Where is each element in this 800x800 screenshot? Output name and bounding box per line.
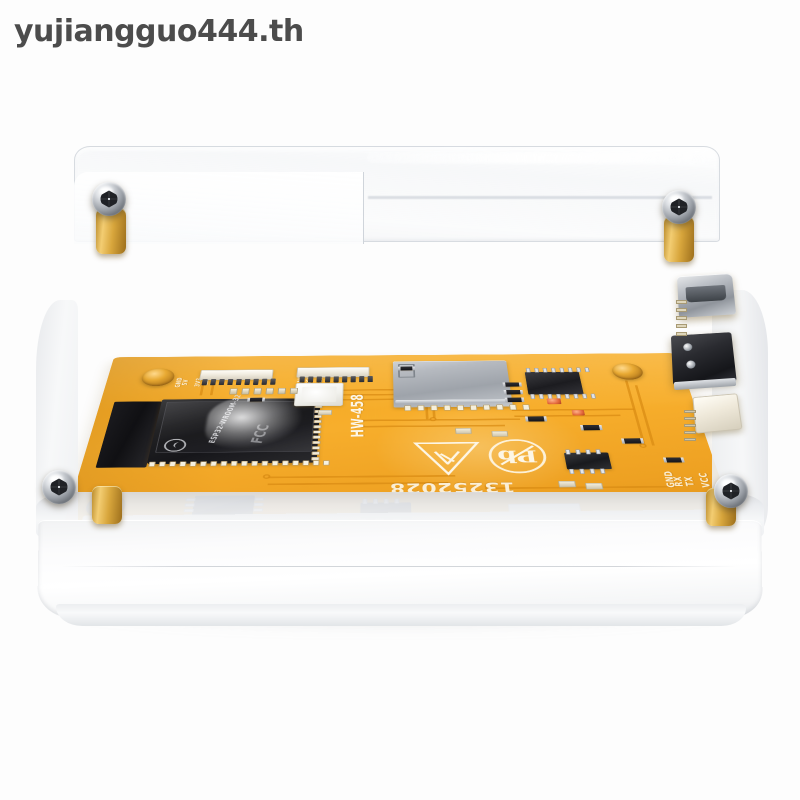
soic8-pins-bottom bbox=[568, 468, 606, 474]
mounting-screw[interactable] bbox=[42, 470, 76, 504]
soic16-pins-top bbox=[525, 367, 590, 373]
watermark-text: yujiangguo444.th bbox=[14, 14, 304, 49]
esp32-module: FCC ESP32-WROOM-32 bbox=[146, 394, 321, 465]
jst-connector-pins bbox=[299, 376, 373, 383]
smd-resistor bbox=[505, 389, 522, 395]
sd-socket-pin-row bbox=[404, 404, 531, 411]
smd-led bbox=[546, 398, 562, 405]
smd-resistor bbox=[399, 366, 414, 371]
smd-resistor bbox=[504, 382, 521, 387]
soic8-ic bbox=[563, 452, 613, 470]
smd-capacitor bbox=[558, 480, 577, 488]
silkscreen-pin-label: 5V bbox=[180, 379, 190, 386]
jst-connector-right[interactable] bbox=[692, 393, 743, 434]
smd-capacitor bbox=[491, 430, 509, 437]
esp32-specular-glare bbox=[201, 396, 307, 451]
jst-connector-right-pins bbox=[684, 410, 696, 441]
smd-capacitor bbox=[455, 428, 472, 434]
smd-resistor bbox=[506, 397, 523, 403]
soic16-pins-bottom bbox=[530, 393, 597, 400]
jst-connector-pins bbox=[201, 378, 276, 386]
recycle-triangle-icon bbox=[412, 441, 483, 477]
smd-resistor bbox=[526, 416, 546, 422]
lead-free-icon: Pb bbox=[486, 439, 550, 474]
solder-pad-row bbox=[229, 387, 299, 395]
acrylic-highlight bbox=[367, 153, 711, 163]
smd-led bbox=[571, 409, 586, 416]
sd-socket-lip bbox=[395, 399, 511, 404]
silkscreen-board-label: HW-458 bbox=[348, 393, 368, 438]
acrylic-base-lip bbox=[56, 604, 746, 626]
smd-capacitor bbox=[317, 409, 333, 416]
mounting-screw[interactable] bbox=[662, 190, 696, 224]
silkscreen-pin-label: TX bbox=[681, 476, 697, 487]
smd-resistor bbox=[248, 397, 264, 402]
mounting-screw[interactable] bbox=[92, 182, 126, 216]
smd-resistor bbox=[622, 438, 643, 444]
smd-resistor bbox=[664, 457, 683, 463]
acrylic-top-panel-edge bbox=[368, 196, 712, 199]
white-smd-block bbox=[293, 382, 344, 407]
lead-free-label: Pb bbox=[487, 439, 549, 473]
smd-capacitor bbox=[584, 482, 604, 490]
pcb-via bbox=[429, 417, 437, 422]
esp32-pin-row-bottom bbox=[148, 460, 330, 467]
silkscreen-pin-label: VCC bbox=[696, 472, 713, 488]
usb-serial-connector[interactable] bbox=[670, 332, 737, 386]
usb-micro-pins bbox=[676, 300, 687, 336]
smd-resistor bbox=[581, 424, 601, 431]
mounting-screw[interactable] bbox=[714, 474, 748, 508]
pcb-via bbox=[638, 443, 648, 448]
soic8-pins-top bbox=[565, 449, 602, 455]
soic16-ic bbox=[524, 371, 584, 395]
brass-standoff bbox=[92, 486, 122, 524]
